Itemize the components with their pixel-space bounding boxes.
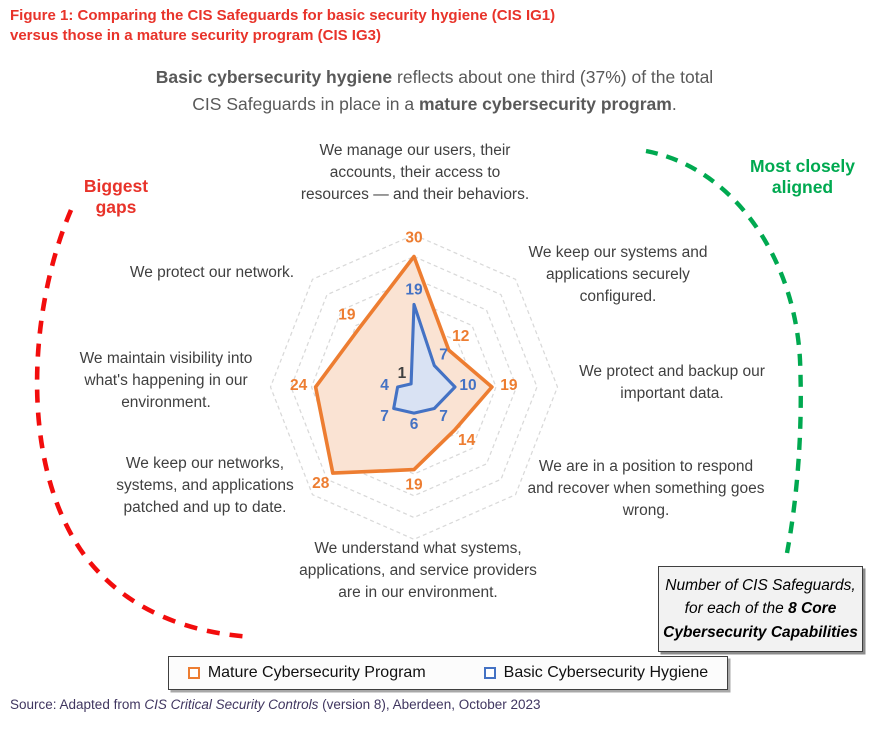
value-label-basic-6: 4 [380,377,389,394]
value-label-basic-7: 1 [398,365,407,382]
legend-label-mature: Mature Cybersecurity Program [207,664,426,681]
figure-title-line2: versus those in a mature security progra… [10,27,381,45]
grid-ring-35 [269,234,559,540]
source-attribution: Source: Adapted from CIS Critical Securi… [10,697,541,712]
value-label-basic-2: 10 [459,377,476,394]
source-post: (version 8), Aberdeen, October 2023 [318,697,541,712]
grid-ring-30 [290,255,538,519]
subtitle-bold1: Basic cybersecurity hygiene [155,67,393,87]
value-label-basic-3: 7 [439,408,448,425]
info-box-line1: Number of CIS Safeguards, [665,577,856,594]
figure-title: Figure 1: Comparing the CIS Safeguards f… [10,6,630,47]
category-label-protect-network: We protect our network. [129,264,295,281]
value-label-basic-1: 7 [439,346,448,363]
info-box-line2-bold: 8 Core [788,600,837,618]
value-label-mature-4: 19 [405,477,423,494]
value-label-mature-0: 30 [405,230,422,247]
category-label-protect-backup-data: We protect and backup our important data… [579,363,765,402]
most-closely-aligned-label: Most closely aligned [749,156,856,197]
figure-title-line1: Figure 1: Comparing the CIS Safeguards f… [10,7,556,24]
series-polygon-mature [313,254,494,475]
value-label-mature-7: 19 [338,307,356,324]
value-label-mature-1: 12 [452,328,469,345]
grid-ring-25 [310,277,518,497]
value-label-mature-3: 14 [458,432,476,449]
subtitle-line1: Basic cybersecurity hygiene reflects abo… [0,64,869,91]
category-label-maintain-visibility: We maintain visibility into what's happe… [79,350,253,411]
info-box-line3-bold: Cybersecurity Capabilities [663,623,858,641]
subtitle-end2: . [671,94,677,115]
value-label-basic-0: 19 [405,281,423,298]
category-label-securely-configured: We keep our systems and applications sec… [528,244,708,305]
biggest-gaps-arc [34,209,253,640]
basic-series-swatch-icon [483,667,496,679]
subtitle-pre2: CIS Safeguards in place in a [192,94,419,115]
value-label-basic-5: 7 [380,408,389,425]
legend-label-basic: Basic Cybersecurity Hygiene [503,664,709,681]
mature-series-swatch-icon [187,667,200,679]
value-label-mature-5: 28 [312,475,330,492]
most-closely-aligned-arc [645,148,803,554]
info-box-line3: Cybersecurity Capabilities [663,621,858,644]
info-box: Number of CIS Safeguards, for each of th… [658,566,863,652]
source-italic: CIS Critical Security Controls [144,697,319,712]
source-pre: Source: Adapted from [10,697,145,712]
biggest-gaps-label: Biggest gaps [83,176,149,217]
subtitle-line2: CIS Safeguards in place in a mature cybe… [0,91,869,118]
legend-item-mature: Mature Cybersecurity Program [187,664,426,682]
category-label-manage-users: We manage our users, their accounts, the… [300,142,530,203]
series-polygon-basic [392,302,457,415]
category-label-understand-systems: We understand what systems, applications… [299,540,537,601]
figure-subtitle: Basic cybersecurity hygiene reflects abo… [0,64,869,118]
category-label-respond-recover: We are in a position to respond and reco… [527,458,765,519]
legend-item-basic: Basic Cybersecurity Hygiene [483,664,709,682]
subtitle-bold2: mature cybersecurity program [418,94,672,115]
value-label-basic-4: 6 [410,416,419,433]
info-box-line2: for each of the 8 Core [663,597,858,620]
info-box-line2-pre: for each of the [684,600,789,618]
value-label-mature-2: 19 [500,377,518,394]
value-label-mature-6: 24 [290,377,308,394]
chart-legend: Mature Cybersecurity Program Basic Cyber… [168,656,728,690]
category-label-patched-up-to-date: We keep our networks, systems, and appli… [116,455,294,516]
subtitle-rest1: reflects about one third (37%) of the to… [392,67,714,87]
